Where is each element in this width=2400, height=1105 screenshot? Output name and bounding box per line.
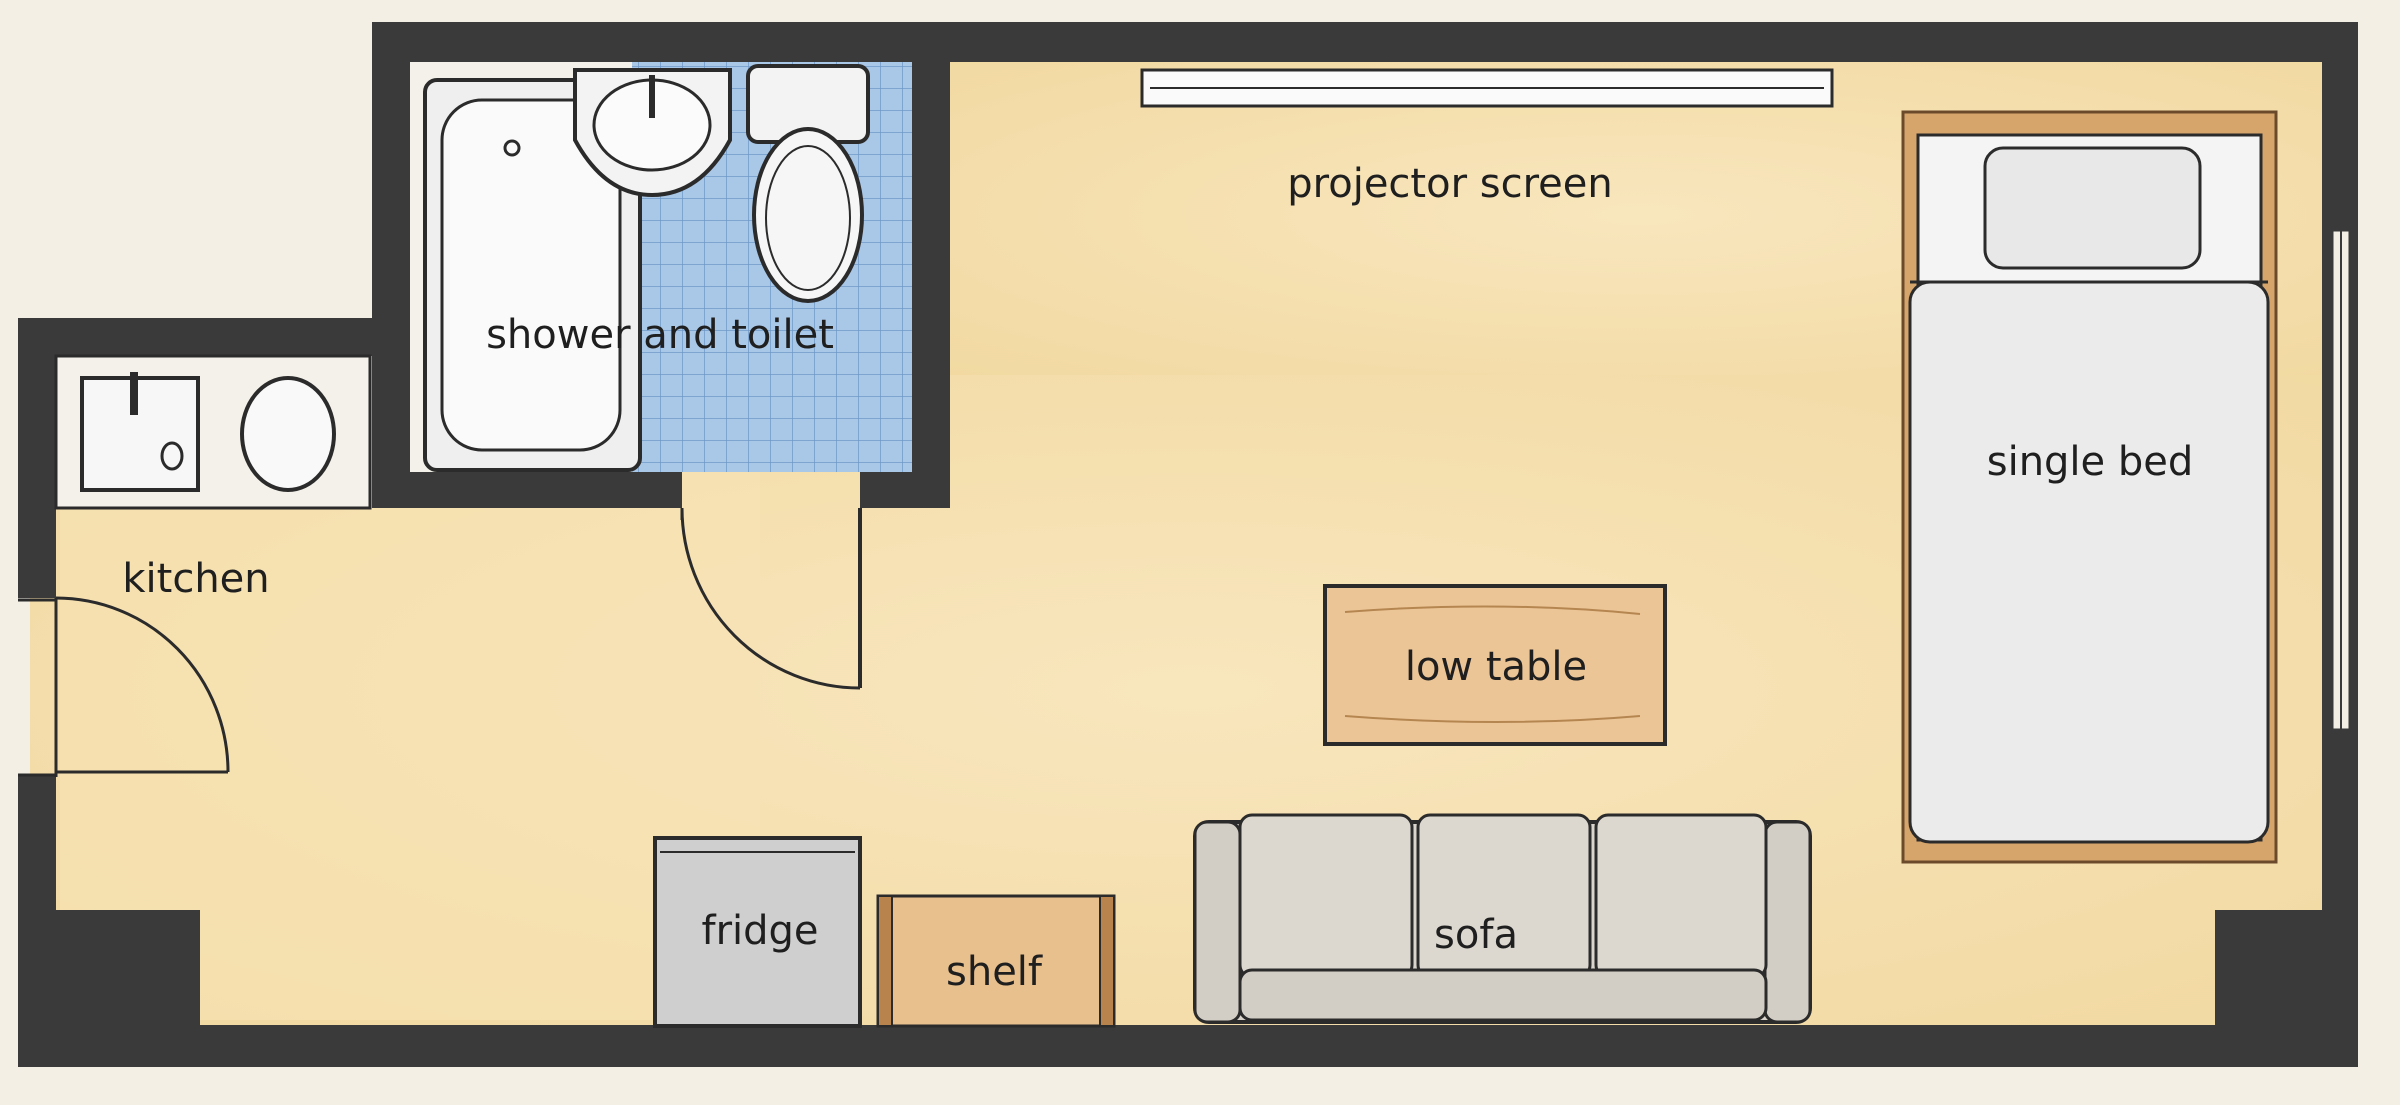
entrance-door-icon — [18, 596, 230, 777]
single-bed-label: single bed — [1987, 439, 2194, 485]
projector-screen-label: projector screen — [1287, 161, 1612, 207]
single-bed: single bed — [1901, 110, 2278, 864]
shelf-label: shelf — [946, 949, 1043, 995]
bathtub-icon — [423, 78, 642, 472]
window — [2330, 228, 2352, 732]
bathroom: shower and toilet — [410, 62, 912, 690]
kitchen-label: kitchen — [122, 556, 269, 602]
toilet-icon — [746, 64, 870, 303]
bathroom-label: shower and toilet — [486, 312, 834, 358]
pillow-icon — [1983, 146, 2202, 270]
low-table: low table — [1323, 584, 1667, 746]
kitchen-sink-icon — [80, 372, 200, 492]
kitchen: kitchen — [18, 354, 372, 777]
shelf: shelf — [876, 894, 1116, 1028]
low-table-label: low table — [1405, 644, 1587, 690]
blanket — [1908, 280, 2270, 844]
stove-icon — [240, 376, 336, 492]
sofa: sofa — [1193, 813, 1812, 1024]
bathroom-door-icon — [680, 507, 862, 690]
fridge-label: fridge — [701, 908, 818, 954]
sofa-label: sofa — [1434, 912, 1518, 958]
walls — [18, 22, 2358, 1067]
projector-screen: projector screen — [1140, 68, 1834, 207]
sink-icon — [573, 68, 732, 198]
fridge: fridge — [653, 836, 862, 1028]
